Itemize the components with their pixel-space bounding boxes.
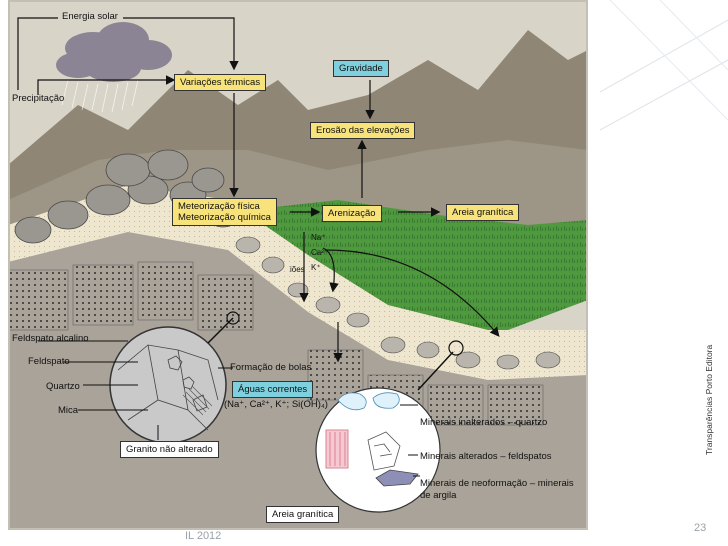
label-precipitacao: Precipitação: [12, 93, 64, 104]
label-quartzo: Quartzo: [46, 381, 80, 392]
box-variacoes-termicas: Variações térmicas: [174, 74, 266, 91]
box-areia-granitica-bottom: Areia granítica: [266, 506, 339, 523]
label-energia-solar: Energia solar: [62, 11, 118, 22]
label-na: Na⁺: [311, 233, 325, 242]
label-minerais-inalterados: Minerais inalterados – quartzo: [420, 417, 547, 428]
figure-credit: Transparências Porto Editora: [704, 345, 714, 455]
box-arenizacao: Arenização: [322, 205, 382, 222]
box-erosao: Erosão das elevações: [310, 122, 415, 139]
label-ca: Ca²⁺: [311, 248, 328, 257]
box-areia-granitica-top: Areia granítica: [446, 204, 519, 221]
page-number: 23: [694, 522, 706, 534]
label-formacao-bolas: Formação de bolas: [230, 362, 311, 373]
label-meteorizacao-fisica: Meteorização física: [178, 201, 271, 212]
box-aguas-correntes: Águas correntes: [232, 381, 313, 398]
label-minerais-alterados: Minerais alterados – feldspatos: [420, 451, 552, 462]
label-minerais-neo-1: Minerais de neoformação – minerais: [420, 478, 574, 489]
box-gravidade: Gravidade: [333, 60, 389, 77]
footer-text: IL 2012: [185, 530, 221, 542]
label-minerais-neo-2: de argila: [420, 490, 456, 501]
label-ioes: iões: [290, 265, 305, 274]
box-meteorizacao: Meteorização física Meteorização química: [172, 198, 277, 226]
label-meteorizacao-quimica: Meteorização química: [178, 212, 271, 223]
box-granito: Granito não alterado: [120, 441, 219, 458]
label-ions-formula: (Na⁺, Ca²⁺, K⁺; Si(OH)₄): [224, 399, 328, 410]
label-mica: Mica: [58, 405, 78, 416]
label-feldspato-alcalino: Feldspato alcalino: [12, 333, 89, 344]
label-feldspato: Feldspato: [28, 356, 70, 367]
label-k: K⁺: [311, 263, 321, 272]
slide-decoration: [600, 0, 728, 546]
